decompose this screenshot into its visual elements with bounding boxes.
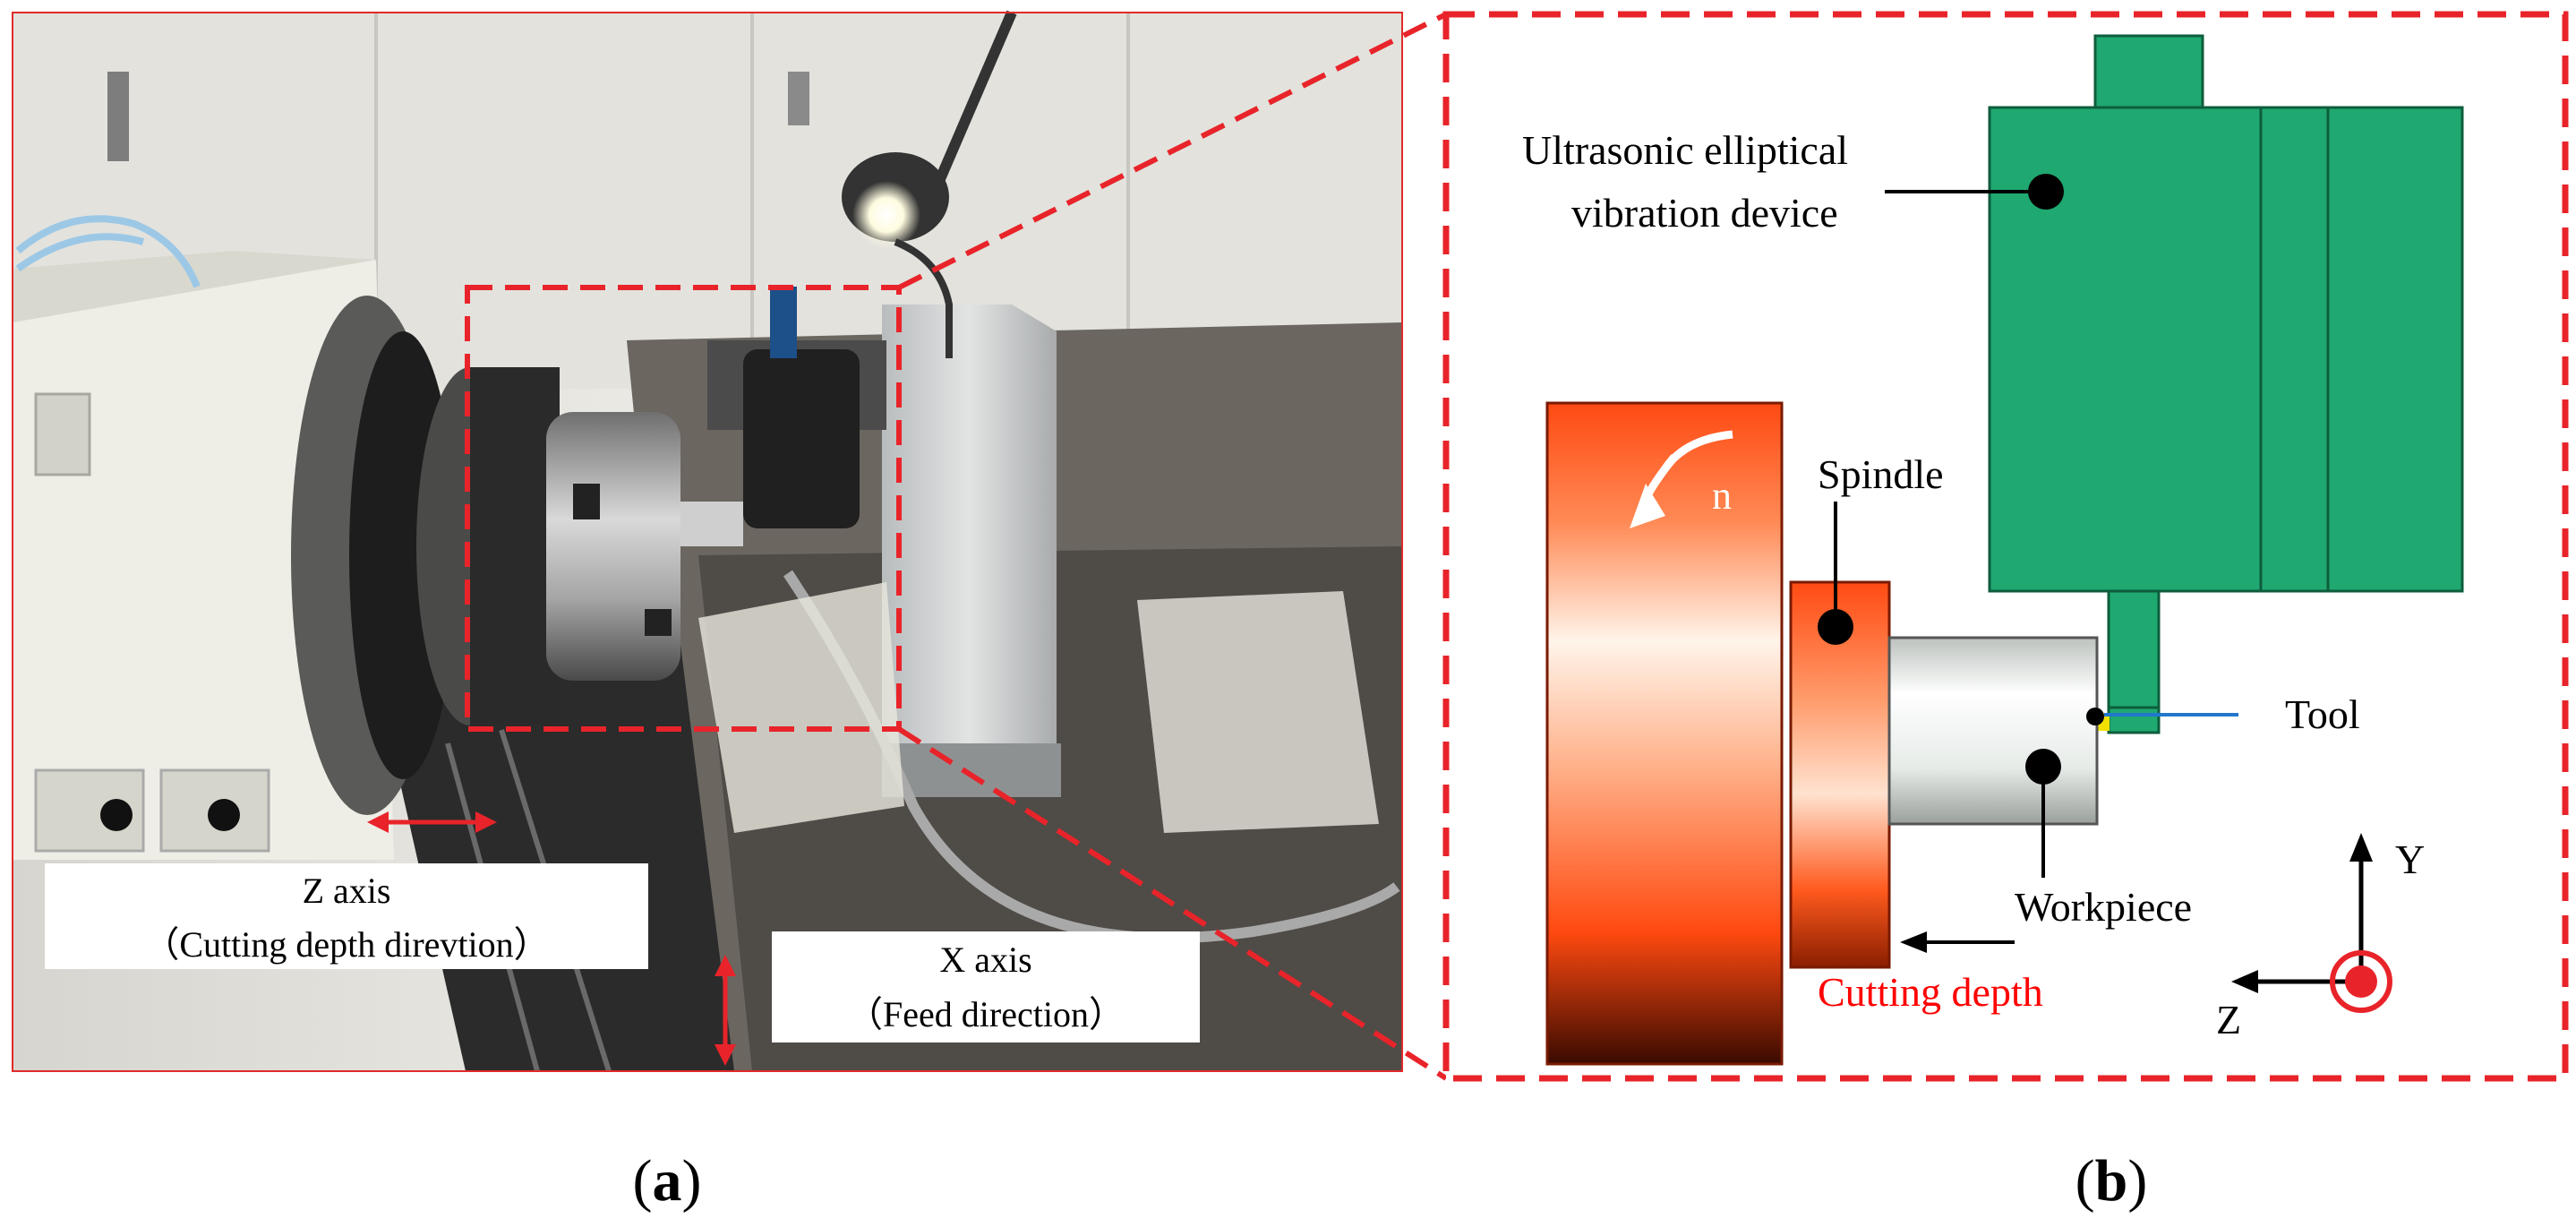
zoom-connector-top xyxy=(897,12,1448,290)
axis-z-label: Z xyxy=(2216,997,2241,1043)
tool-label: Tool xyxy=(2285,691,2360,737)
caption-b: (b) xyxy=(2075,1148,2148,1214)
x-axis-title: X axis xyxy=(939,940,1031,980)
axis-y-label: Y xyxy=(2395,837,2425,882)
z-axis-subtitle: （Cutting depth direvtion） xyxy=(143,924,549,965)
wall-latch xyxy=(788,72,809,125)
headstock-housing xyxy=(13,260,394,860)
sensor-connector xyxy=(770,287,797,358)
panel-b-schematic: n Ultrasonic elliptical vibration device… xyxy=(1442,11,2569,1082)
tool-holder-fixture xyxy=(882,305,1057,770)
zoom-region-box xyxy=(465,285,902,732)
spindle-disc xyxy=(1545,401,1784,1066)
rotation-label: n xyxy=(1712,474,1732,518)
coordinate-system: Y Z xyxy=(2216,833,2425,1043)
device-marker-dot xyxy=(2028,174,2064,210)
spindle-label: Spindle xyxy=(1818,451,1944,497)
x-axis-out-of-plane xyxy=(2330,950,2392,1013)
z-axis-label-box xyxy=(45,863,648,969)
device-top-cap xyxy=(2093,34,2204,109)
workpiece-photo xyxy=(680,502,743,546)
z-axis-title: Z axis xyxy=(303,871,391,911)
metal-plate xyxy=(1137,591,1379,833)
chuck xyxy=(546,412,680,681)
photo-frame xyxy=(12,12,1403,1072)
spindle-marker-dot xyxy=(1818,609,1853,645)
x-axis-label-box xyxy=(772,931,1200,1043)
tool-marker-dot xyxy=(2086,708,2104,725)
device-label-line2: vibration device xyxy=(1571,190,1838,236)
device-label-line1: Ultrasonic elliptical xyxy=(1522,127,1848,173)
ultrasonic-actuator xyxy=(743,349,860,528)
caption-a: (a) xyxy=(633,1148,702,1214)
wall-latch xyxy=(107,72,129,161)
ultrasonic-device-body xyxy=(1988,106,2464,593)
workpiece-label: Workpiece xyxy=(2015,884,2192,930)
workpiece-cylinder xyxy=(1887,636,2099,826)
zoom-connector-bottom xyxy=(897,726,1448,1081)
x-axis-subtitle: （Feed direction） xyxy=(847,994,1125,1034)
tool-shank xyxy=(2107,589,2161,709)
fixture-base xyxy=(882,743,1061,797)
z-axis-annotation: Z axis （Cutting depth direvtion） xyxy=(45,811,648,969)
cutting-depth-label: Cutting depth xyxy=(1818,969,2043,1015)
x-axis-annotation: X axis （Feed direction） xyxy=(715,931,1200,1066)
